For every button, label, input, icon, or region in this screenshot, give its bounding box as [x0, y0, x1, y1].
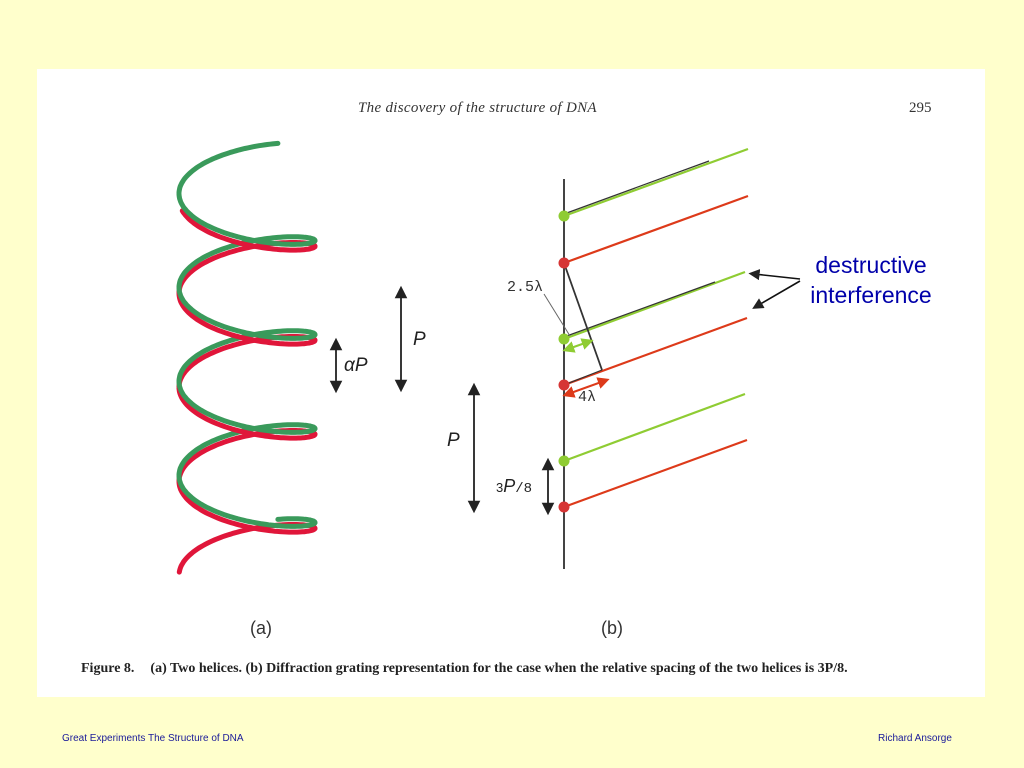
green-helix-front: [176, 191, 318, 529]
red-ray-2: [563, 316, 748, 387]
panel-a-label: (a): [250, 618, 272, 638]
red-path-diff-arrow: [562, 377, 610, 398]
figure-caption: Figure 8. (a) Two helices. (b) Diffractio…: [81, 661, 848, 677]
red-scatterer-2: [558, 379, 570, 391]
red-helix-back: [176, 240, 318, 575]
green-path-diff-arrow: [562, 338, 594, 353]
red-rays: [563, 194, 749, 509]
red-scatterer-1: [558, 257, 570, 269]
alpha-p-label: αP: [344, 355, 368, 376]
caption-text: (a) Two helices. (b) Diffraction grating…: [150, 661, 848, 676]
green-ray-1: [563, 147, 749, 218]
diffraction-figure: αP P P 3P/8 2.5λ 4λ: [176, 140, 801, 638]
footer-author: Richard Ansorge: [878, 733, 952, 744]
red-ray-3: [563, 438, 748, 509]
green-scatterer-3: [558, 455, 570, 467]
path-diff-2p5-label: 2.5λ: [507, 279, 543, 296]
annotation-arrow-lower: [752, 280, 801, 309]
path-diff-4-label: 4λ: [578, 389, 596, 406]
annotation-line-2: interference: [810, 282, 932, 308]
green-ray-2: [563, 270, 746, 341]
pitch-label-b: P: [447, 430, 460, 451]
red-helix-front: [176, 208, 318, 535]
caption-figure-number: Figure 8.: [81, 661, 135, 676]
label-leader-2p5: [543, 293, 571, 337]
green-ray-1-shadow: [563, 160, 710, 215]
helix-pair: [176, 140, 318, 575]
path-construction-line: [563, 262, 603, 371]
footer-course-title: Great Experiments The Structure of DNA: [62, 733, 244, 744]
annotation-line-1: destructive: [815, 252, 927, 278]
green-scatterer-1: [558, 210, 570, 222]
running-title: The discovery of the structure of DNA: [358, 100, 597, 116]
offset-label: 3P/8: [496, 476, 532, 497]
annotation-arrow-upper: [748, 269, 801, 281]
panel-b-label: (b): [601, 618, 623, 638]
page-header: The discovery of the structure of DNA 29…: [37, 69, 985, 149]
pitch-label-a: P: [413, 329, 426, 350]
green-ray-2-shadow: [563, 281, 716, 338]
page-number: 295: [909, 100, 932, 116]
green-helix-back: [176, 140, 318, 525]
red-scatterer-3: [558, 501, 570, 513]
figure-panel: The discovery of the structure of DNA 29…: [37, 69, 985, 697]
destructive-interference-annotation: destructive interference: [796, 250, 946, 310]
red-ray-1: [563, 194, 749, 265]
green-rays: [563, 147, 749, 463]
green-ray-3: [563, 392, 746, 463]
green-scatterer-2: [558, 333, 570, 345]
